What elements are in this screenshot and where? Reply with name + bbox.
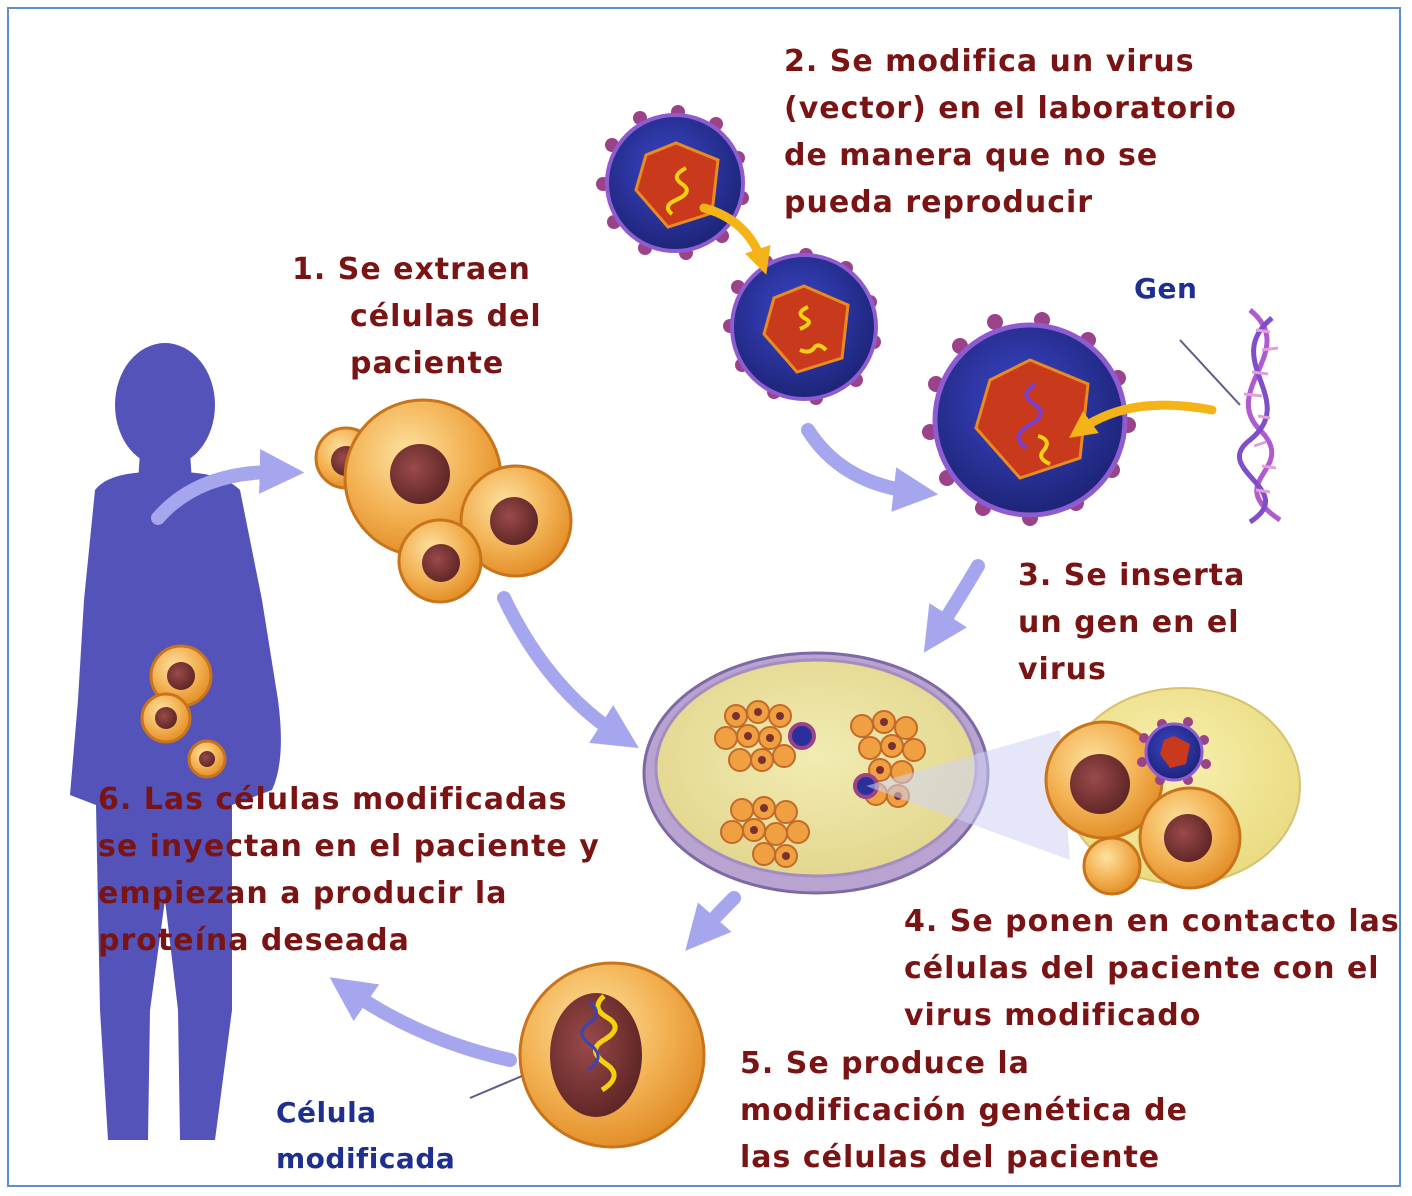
step-3-line-1: 3. Se inserta <box>1018 558 1246 593</box>
arrow-body-to-cells <box>151 449 305 525</box>
gene-label-text: Gen <box>1134 272 1198 305</box>
modified-cell <box>469 961 706 1149</box>
step-6-line-4: proteína deseada <box>98 923 410 958</box>
gene-label: Gen <box>1134 266 1197 312</box>
step-2-line-1: 2. Se modifica un virus <box>784 44 1195 79</box>
virus-with-gene <box>922 312 1136 526</box>
step-1-line-1: 1. Se extraen <box>292 252 531 287</box>
step-6-line-3: empiezan a producir la <box>98 876 508 911</box>
arrow-dish-to-modified-cell <box>685 891 741 951</box>
step-2-line-2: (vector) en el laboratorio <box>784 91 1237 126</box>
arrow-virus-to-dish <box>923 559 985 653</box>
step-4-line-1: 4. Se ponen en contacto las <box>904 904 1400 939</box>
arrow-cell-to-patient <box>329 977 517 1067</box>
step-1-line-3: paciente <box>350 346 505 381</box>
virus-modified <box>723 248 881 405</box>
human-silhouette <box>70 343 281 1140</box>
step-4-line-3: virus modificado <box>904 998 1202 1033</box>
arrow-virus2-to-virus3 <box>801 423 939 512</box>
step-5-line-1: 5. Se produce la <box>740 1046 1030 1081</box>
step-2-line-3: de manera que no se <box>784 138 1159 173</box>
modified-cell-label-line-2: modificada <box>276 1142 456 1175</box>
step-3-line-2: un gen en el <box>1018 605 1240 640</box>
arrow-cells-to-dish <box>497 591 639 749</box>
virus-original <box>596 105 749 260</box>
injected-cells <box>140 644 227 779</box>
step-6-text: 6. Las células modificadas se inyectan e… <box>98 776 600 964</box>
step-3-text: 3. Se inserta un gen en el virus <box>1018 552 1245 693</box>
step-1-line-2: células del <box>350 299 542 334</box>
step-4-text: 4. Se ponen en contacto las células del … <box>904 898 1400 1039</box>
yellow-arrows <box>699 203 1217 438</box>
step-6-line-2: se inyectan en el paciente y <box>98 829 600 864</box>
step-5-line-3: las células del paciente <box>740 1140 1161 1175</box>
contact-zoom <box>866 687 1301 896</box>
arrow-virus1-to-virus2 <box>699 203 771 275</box>
extracted-cells <box>314 398 573 604</box>
modified-cell-label: Célula modificada <box>276 1090 455 1182</box>
step-2-line-4: pueda reproducir <box>784 185 1094 220</box>
dna-helix <box>1179 308 1282 525</box>
step-6-line-1: 6. Las células modificadas <box>98 782 568 817</box>
step-5-text: 5. Se produce la modificación genética d… <box>740 1040 1188 1181</box>
step-5-line-2: modificación genética de <box>740 1093 1188 1128</box>
flow-arrows <box>151 423 985 1067</box>
arrow-gene-insert <box>1069 400 1217 438</box>
step-3-line-3: virus <box>1018 652 1107 687</box>
modified-cell-label-line-1: Célula <box>276 1096 377 1129</box>
step-1-text: 1. Se extraen células del paciente <box>292 246 542 387</box>
step-4-line-2: células del paciente con el <box>904 951 1380 986</box>
step-2-text: 2. Se modifica un virus (vector) en el l… <box>784 38 1237 226</box>
